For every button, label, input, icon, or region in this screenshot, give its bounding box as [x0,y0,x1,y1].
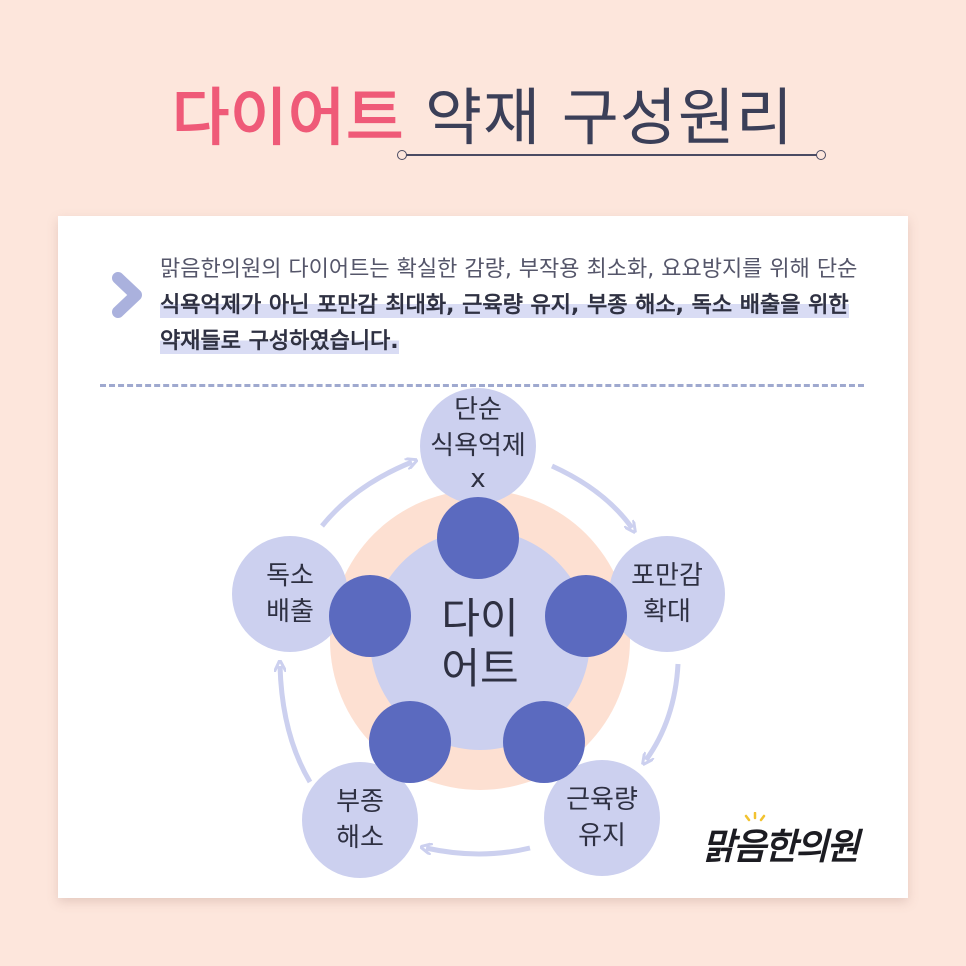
cycle-arrows [280,462,681,857]
node-top-line-3: x [470,464,486,494]
arrow-left-to-top [320,462,412,528]
node-bottom-right-line-1: 근육량 [566,785,638,815]
center-circle [370,530,590,750]
node-left-line-2: 배출 [266,597,314,627]
node-right-line-1: 포만감 [631,561,703,591]
brand-logo: 맑음한의원 [702,826,860,868]
title-underline [402,154,822,156]
arrow-bottomleft-to-left [280,666,313,784]
arrow-top-to-right [550,463,632,528]
node-top-circle [420,388,536,504]
node-bottom-right-circle [544,760,660,876]
sparkle-icon [744,812,766,822]
center-line-2: 어트 [441,644,519,693]
node-top-label: 단순 식욕억제 x [408,392,548,494]
description-text: 맑음한의원의 다이어트는 확실한 감량, 부작용 최소화, 요요방지를 위해 단… [160,252,860,360]
arrow-right-to-bottomright [646,663,681,760]
node-right-circle [609,536,725,652]
chevron-right-icon [112,272,142,318]
underline-dot-right [816,150,826,160]
node-bottom-left-label: 부종 해소 [300,784,420,856]
node-bottom-right-line-2: 유지 [578,821,626,851]
description-plain: 맑음한의원의 다이어트는 확실한 감량, 부작용 최소화, 요요방지를 위해 단… [160,257,858,282]
node-left-circle [232,536,348,652]
title-accent: 다이어트 [172,81,405,154]
title-rest: 약재 구성원리 [424,81,794,154]
inner-dot-right [545,575,627,657]
node-bottom-left-circle [302,762,418,878]
node-left-line-1: 독소 [266,561,314,591]
node-left-label: 독소 배출 [230,558,350,630]
node-bottom-left-line-2: 해소 [336,823,384,853]
node-right-label: 포만감 확대 [607,558,727,630]
center-line-1: 다이 [441,594,519,643]
node-bottom-right-label: 근육량 유지 [542,782,662,854]
node-top-line-1: 단순 [454,395,502,425]
underline-dot-left [397,150,407,160]
node-bottom-left-line-1: 부종 [336,787,384,817]
inner-dot-left [329,575,411,657]
dashed-divider [100,384,864,387]
center-label: 다이 어트 [400,594,560,694]
node-right-line-2: 확대 [643,597,691,627]
inner-dot-bottom-left [369,701,451,783]
inner-dot-bottom-right [503,701,585,783]
arrow-bottomright-to-bottomleft [426,848,531,857]
node-top-line-2: 식욕억제 [430,431,526,461]
inner-dot-top [437,497,519,579]
page-title: 다이어트 약재 구성원리 [0,78,966,158]
